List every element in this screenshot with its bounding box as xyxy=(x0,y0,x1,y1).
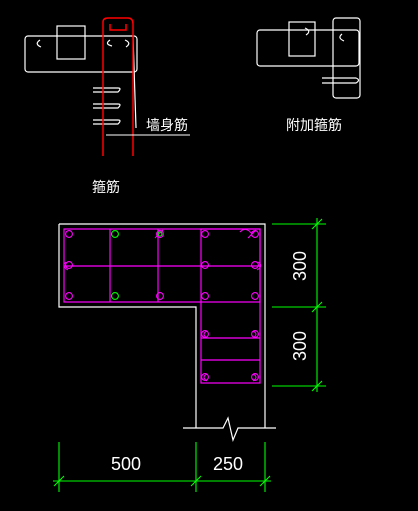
tie-hook xyxy=(322,77,360,84)
cross-tie-box xyxy=(288,21,316,57)
tie-hooks xyxy=(93,87,121,125)
vertical-dimension xyxy=(272,218,326,392)
dim-vertical-upper: 300 xyxy=(290,251,310,281)
hook-mark xyxy=(106,39,113,47)
cross-tie-box xyxy=(56,25,86,60)
wall-bars xyxy=(102,17,134,156)
dim-horizontal-right: 250 xyxy=(213,454,243,474)
stirrups xyxy=(63,228,261,384)
vertical-stirrup xyxy=(200,228,261,384)
hook-marks xyxy=(63,228,262,382)
wall-bar-left xyxy=(102,17,134,156)
column-outline xyxy=(58,223,266,428)
dim-horizontal-left: 500 xyxy=(111,454,141,474)
hook-mark xyxy=(339,33,345,42)
horizontal-dimension xyxy=(53,442,271,492)
stirrup-loop xyxy=(24,35,138,73)
wall-bar-top-hook xyxy=(109,24,127,31)
dim-vertical-lower: 300 xyxy=(290,331,310,361)
stirrup-loop xyxy=(256,29,360,67)
hook-mark xyxy=(124,39,130,48)
stirrup-detail xyxy=(24,25,138,129)
additional-stirrup-label: 附加箍筋 xyxy=(286,117,342,134)
break-line xyxy=(183,416,276,442)
additional-stirrup-loop xyxy=(332,17,361,99)
stirrup-label: 箍筋 xyxy=(92,179,120,196)
additional-stirrup-detail xyxy=(256,17,361,99)
hook-mark xyxy=(36,39,42,48)
hook-mark xyxy=(304,27,310,36)
vertical-bars xyxy=(65,230,259,381)
wall-rebar-label: 墙身筋 xyxy=(146,117,188,134)
green-bars xyxy=(111,230,163,300)
